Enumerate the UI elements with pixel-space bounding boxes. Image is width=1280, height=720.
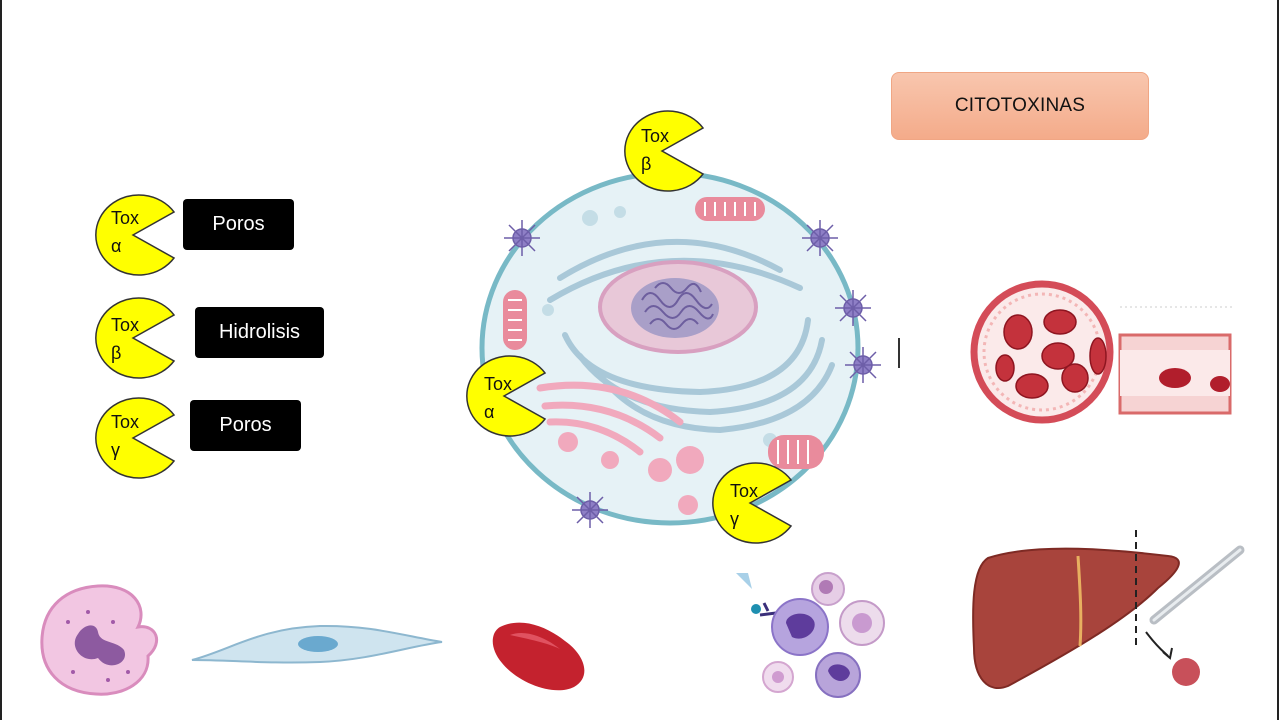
neutrophil-illustration <box>40 584 159 696</box>
title-text: CITOTOXINAS <box>954 95 1086 116</box>
lymphocyte-cells <box>762 572 885 698</box>
fibroblast-illustration <box>191 624 443 664</box>
mechanism-box-gamma: Poros <box>190 400 301 451</box>
toxin-alpha-icon <box>95 194 176 276</box>
mitochondrion-left <box>503 290 527 350</box>
mitochondrion-right <box>768 435 824 469</box>
slide-border-left <box>0 0 2 720</box>
immune-cells-illustration <box>736 572 885 698</box>
cell-illustration <box>479 170 881 528</box>
cell-toxin-gamma-icon <box>712 462 793 544</box>
cell-toxin-alpha-icon <box>466 355 547 437</box>
red-blood-cell-illustration <box>492 622 585 691</box>
endoplasmic-reticulum <box>547 239 835 434</box>
receptor-icon <box>504 220 881 528</box>
vesicle <box>582 210 598 226</box>
golgi-vesicles <box>558 432 704 515</box>
mechanism-gamma-text: Poros <box>219 414 272 436</box>
chromatin <box>641 282 714 330</box>
mechanism-alpha-text: Poros <box>212 213 265 235</box>
cursor-mark <box>898 338 900 368</box>
red-blood-cells <box>995 309 1107 399</box>
golgi-apparatus <box>536 381 684 456</box>
mitochondrion-top <box>695 197 765 221</box>
liver-biopsy-illustration <box>972 530 1245 689</box>
mechanism-box-alpha: Poros <box>183 199 294 250</box>
vesicle <box>542 304 554 316</box>
mechanism-box-beta: Hidrolisis <box>195 307 324 358</box>
blood-vessel-illustration <box>970 280 1232 424</box>
toxin-gamma-icon <box>95 397 176 479</box>
cell-toxin-beta-icon <box>624 110 705 192</box>
title-box: CITOTOXINAS <box>891 72 1149 140</box>
mechanism-beta-text: Hidrolisis <box>218 321 301 343</box>
vesicle <box>614 206 626 218</box>
slide-border-right <box>1277 0 1279 720</box>
toxin-beta-icon <box>95 297 176 379</box>
